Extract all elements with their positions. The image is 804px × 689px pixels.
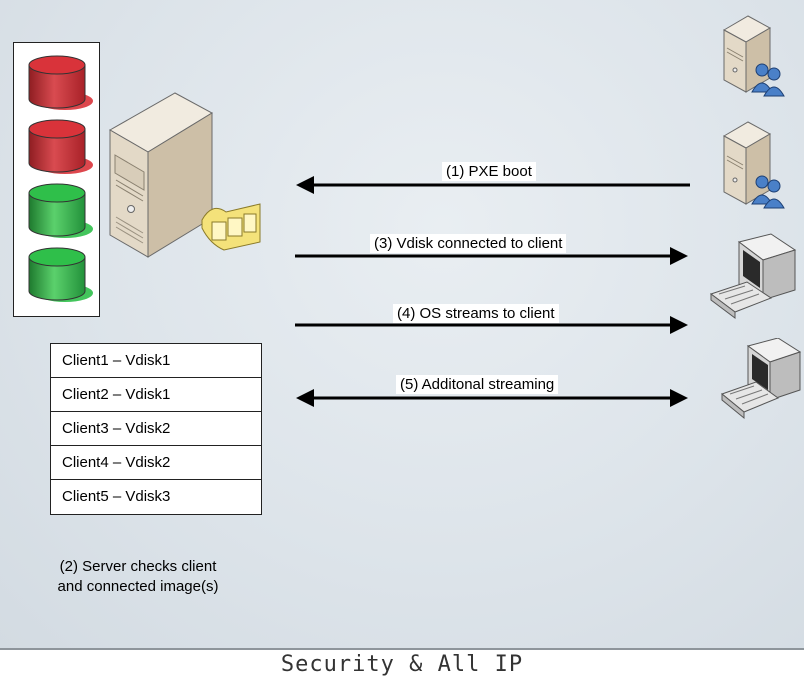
- table-row: Client3 – Vdisk2: [51, 412, 261, 446]
- client-vdisk-table: Client1 – Vdisk1 Client2 – Vdisk1 Client…: [50, 343, 262, 515]
- footer-title: Security & All IP: [280, 652, 524, 677]
- table-row: Client1 – Vdisk1: [51, 344, 261, 378]
- storage-disk-inactive: [28, 119, 93, 174]
- storage-disk-active: [28, 183, 93, 238]
- table-row: Client4 – Vdisk2: [51, 446, 261, 480]
- step-label-additional-streaming: (5) Additonal streaming: [396, 375, 559, 394]
- step-label-pxe-boot: (1) PXE boot: [442, 162, 536, 181]
- arrow-pxe-boot: [296, 176, 690, 194]
- client-computer-icon: [720, 338, 802, 420]
- vdisk-tag-icon: [201, 203, 261, 251]
- client-computer-icon: [709, 233, 797, 319]
- server-icon: [108, 92, 214, 258]
- caption-line: (2) Server checks client: [59, 558, 217, 575]
- disk-stack-graphic: [28, 55, 93, 302]
- table-row: Client5 – Vdisk3: [62, 488, 171, 505]
- storage-disk-inactive: [28, 55, 93, 110]
- user-server-icon: [722, 121, 785, 209]
- arrow-vdisk-connected: [295, 247, 688, 265]
- server-check-caption: (2) Server checks client and connected i…: [22, 557, 254, 597]
- arrow-additional-streaming: [296, 389, 688, 407]
- table-row: Client2 – Vdisk1: [51, 378, 261, 412]
- footer-bar: [0, 648, 804, 689]
- disk-stack: [13, 42, 100, 317]
- user-server-icon: [722, 15, 785, 97]
- storage-disk-active: [28, 247, 93, 302]
- step-label-os-streams: (4) OS streams to client: [393, 304, 559, 323]
- step-label-vdisk-connected: (3) Vdisk connected to client: [370, 234, 567, 253]
- arrow-os-streams: [295, 316, 688, 334]
- caption-line: and connected image(s): [57, 578, 219, 595]
- arrows-layer: [295, 176, 690, 407]
